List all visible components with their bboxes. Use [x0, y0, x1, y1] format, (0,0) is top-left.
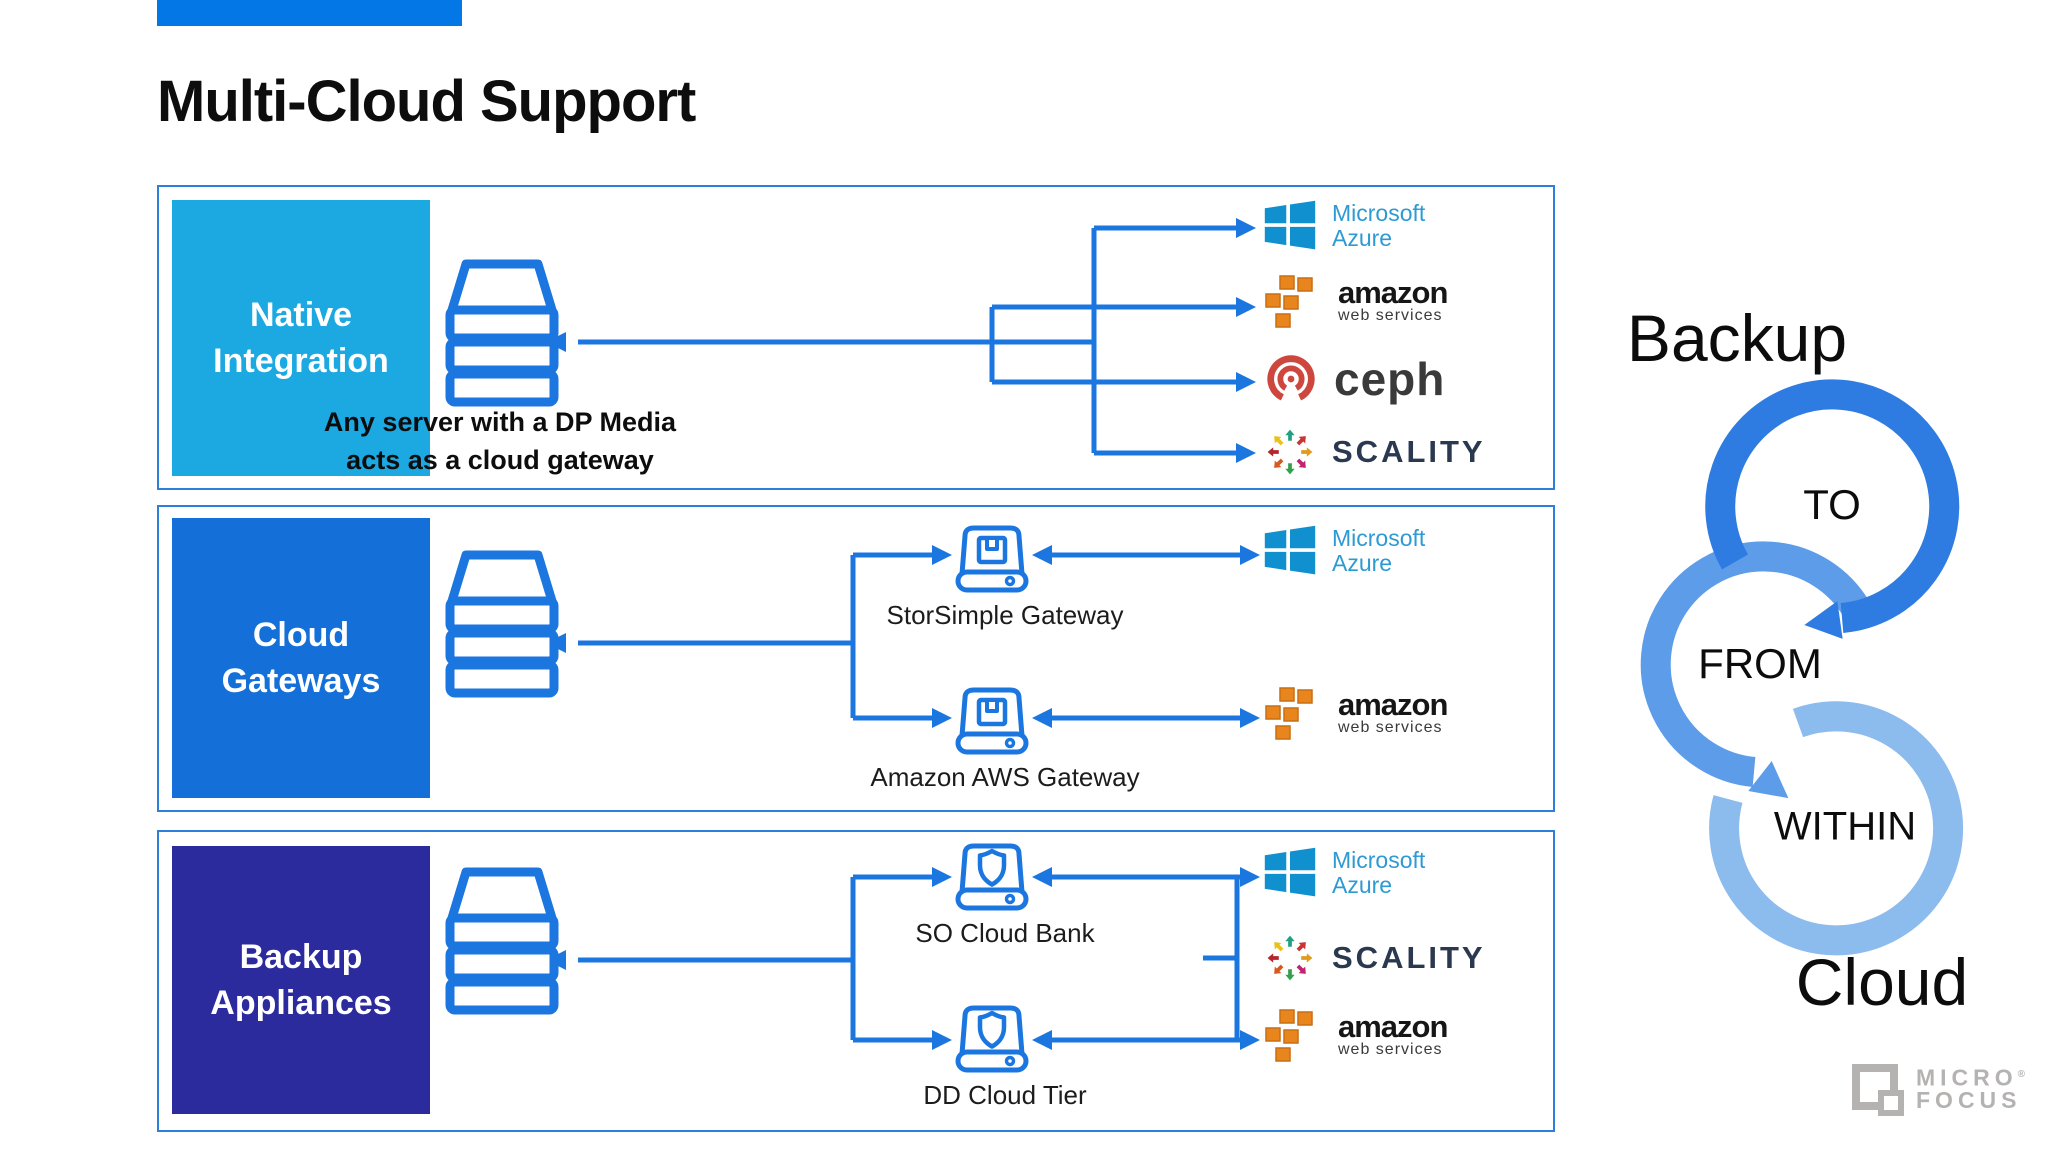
aws-logo-name: amazon — [1338, 1009, 1448, 1044]
cycle-from-label: FROM — [1698, 640, 1822, 687]
so-cloud-bank-label: SO Cloud Bank — [915, 918, 1095, 948]
micro-focus-icon — [1852, 1064, 1906, 1118]
label-line: Appliances — [210, 984, 392, 1022]
aws-logo-name: amazon — [1338, 687, 1448, 722]
label-line: Backup — [239, 938, 363, 976]
label-backup-appliances: Backup Appliances — [172, 846, 430, 1114]
caption-line: Any server with a DP Media — [323, 407, 677, 437]
ceph-icon — [1267, 355, 1315, 401]
label-cloud-gateways: Cloud Gateways — [172, 518, 430, 798]
windows-flag-icon — [1264, 847, 1316, 897]
scality-logo-name: SCALITY — [1332, 434, 1486, 469]
scality-pinwheel-icon — [1267, 429, 1313, 475]
top-accent-bar — [157, 0, 462, 26]
storsimple-gateway-label: StorSimple Gateway — [886, 600, 1124, 630]
dd-cloud-tier-icon — [955, 1005, 1029, 1073]
micro-focus-logo: MICRO® FOCUS — [1852, 1064, 2025, 1118]
from-ring — [1640, 541, 1870, 787]
aws-logo-sub: web services — [1338, 307, 1443, 324]
scality-logo: SCALITY — [1262, 930, 1486, 986]
aws-logo: amazon web services — [1262, 684, 1448, 744]
page-title: Multi-Cloud Support — [157, 69, 696, 134]
aws-gateway-icon — [955, 687, 1029, 755]
aws-boxes-icon — [1265, 687, 1313, 740]
server-icon — [445, 259, 559, 407]
micro-focus-wordmark: MICRO® FOCUS — [1916, 1064, 2026, 1113]
ceph-logo: ceph — [1262, 350, 1445, 408]
label-line: Gateways — [221, 662, 381, 700]
aws-boxes-icon — [1265, 275, 1313, 328]
azure-logo: Microsoft Azure — [1262, 523, 1425, 579]
aws-gateway-label: Amazon AWS Gateway — [870, 762, 1140, 792]
aws-logo: amazon web services — [1262, 272, 1448, 332]
so-cloud-bank-icon — [955, 843, 1029, 911]
to-ring — [1705, 379, 1960, 633]
to-ring-arrowhead — [1804, 601, 1843, 639]
cycle-within-label: WITHIN — [1773, 804, 1917, 849]
label-line: Native — [249, 296, 353, 334]
wires — [578, 225, 1242, 1043]
server-icon — [445, 867, 559, 1015]
dd-cloud-tier-label: DD Cloud Tier — [923, 1080, 1087, 1110]
ceph-logo-name: ceph — [1334, 353, 1446, 405]
aws-boxes-icon — [1265, 1009, 1313, 1062]
azure-logo: Microsoft Azure — [1262, 845, 1425, 901]
label-native-integration: Native Integration — [172, 200, 430, 476]
windows-flag-icon — [1264, 200, 1316, 250]
registered-mark: ® — [2017, 1069, 2026, 1080]
cycle-bottom-word: Cloud — [1795, 945, 1969, 1019]
server-caption: Any server with a DP Media acts as a clo… — [300, 403, 700, 479]
scality-logo-name: SCALITY — [1332, 940, 1486, 975]
windows-flag-icon — [1264, 525, 1316, 575]
within-ring — [1709, 701, 1964, 956]
azure-logo-line2: Azure — [1332, 872, 1393, 898]
caption-line: acts as a cloud gateway — [346, 445, 654, 475]
label-line: Integration — [213, 342, 389, 380]
scality-pinwheel-icon — [1267, 935, 1313, 981]
scality-logo: SCALITY — [1262, 424, 1486, 480]
cycle-to-label: TO — [1803, 481, 1861, 528]
aws-logo: amazon web services — [1262, 1006, 1448, 1066]
server-icon — [445, 550, 559, 698]
azure-logo-line2: Azure — [1332, 550, 1393, 576]
azure-logo: Microsoft Azure — [1262, 198, 1425, 254]
aws-logo-name: amazon — [1338, 275, 1448, 310]
aws-logo-sub: web services — [1338, 1041, 1443, 1058]
azure-logo-line2: Azure — [1332, 225, 1393, 251]
label-line: Cloud — [252, 616, 350, 654]
aws-logo-sub: web services — [1338, 719, 1443, 736]
azure-logo-line1: Microsoft — [1332, 200, 1426, 226]
azure-logo-line1: Microsoft — [1332, 525, 1426, 551]
azure-logo-line1: Microsoft — [1332, 847, 1426, 873]
cycle-top-word: Backup — [1626, 301, 1848, 375]
from-ring-arrowhead — [1748, 761, 1789, 799]
storsimple-gateway-icon — [955, 525, 1029, 593]
backup-cycle-graphic — [1640, 379, 1964, 956]
